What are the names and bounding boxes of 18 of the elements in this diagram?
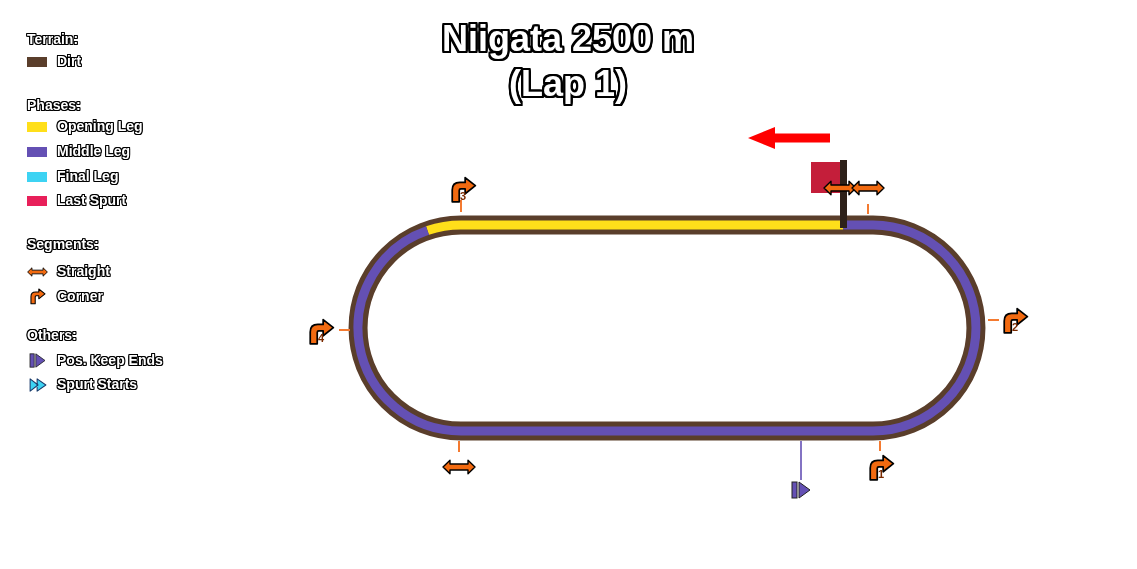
legend-label: Spurt Starts xyxy=(57,376,138,393)
legend-heading: Segments: xyxy=(27,236,99,253)
legend-label: Dirt xyxy=(57,53,82,70)
legend-label: Corner xyxy=(57,288,103,305)
title: Niigata 2500 m (Lap 1) xyxy=(440,17,696,106)
legend-heading: Terrain: xyxy=(27,31,79,48)
corner-number: 4 xyxy=(318,332,325,344)
legend-label: Straight xyxy=(57,263,110,280)
legend-label: Last Spurt xyxy=(57,192,127,209)
legend-heading: Others: xyxy=(27,327,77,344)
legend-label: Final Leg xyxy=(57,168,119,185)
legend-heading: Phases: xyxy=(27,97,81,114)
corner-number: 2 xyxy=(1012,321,1019,333)
corner-number: 3 xyxy=(460,190,467,202)
corner-number: 1 xyxy=(878,468,885,480)
legend-label: Pos. Keep Ends xyxy=(57,352,163,369)
legend-label: Middle Leg xyxy=(57,143,131,160)
legend-label: Opening Leg xyxy=(57,118,143,135)
